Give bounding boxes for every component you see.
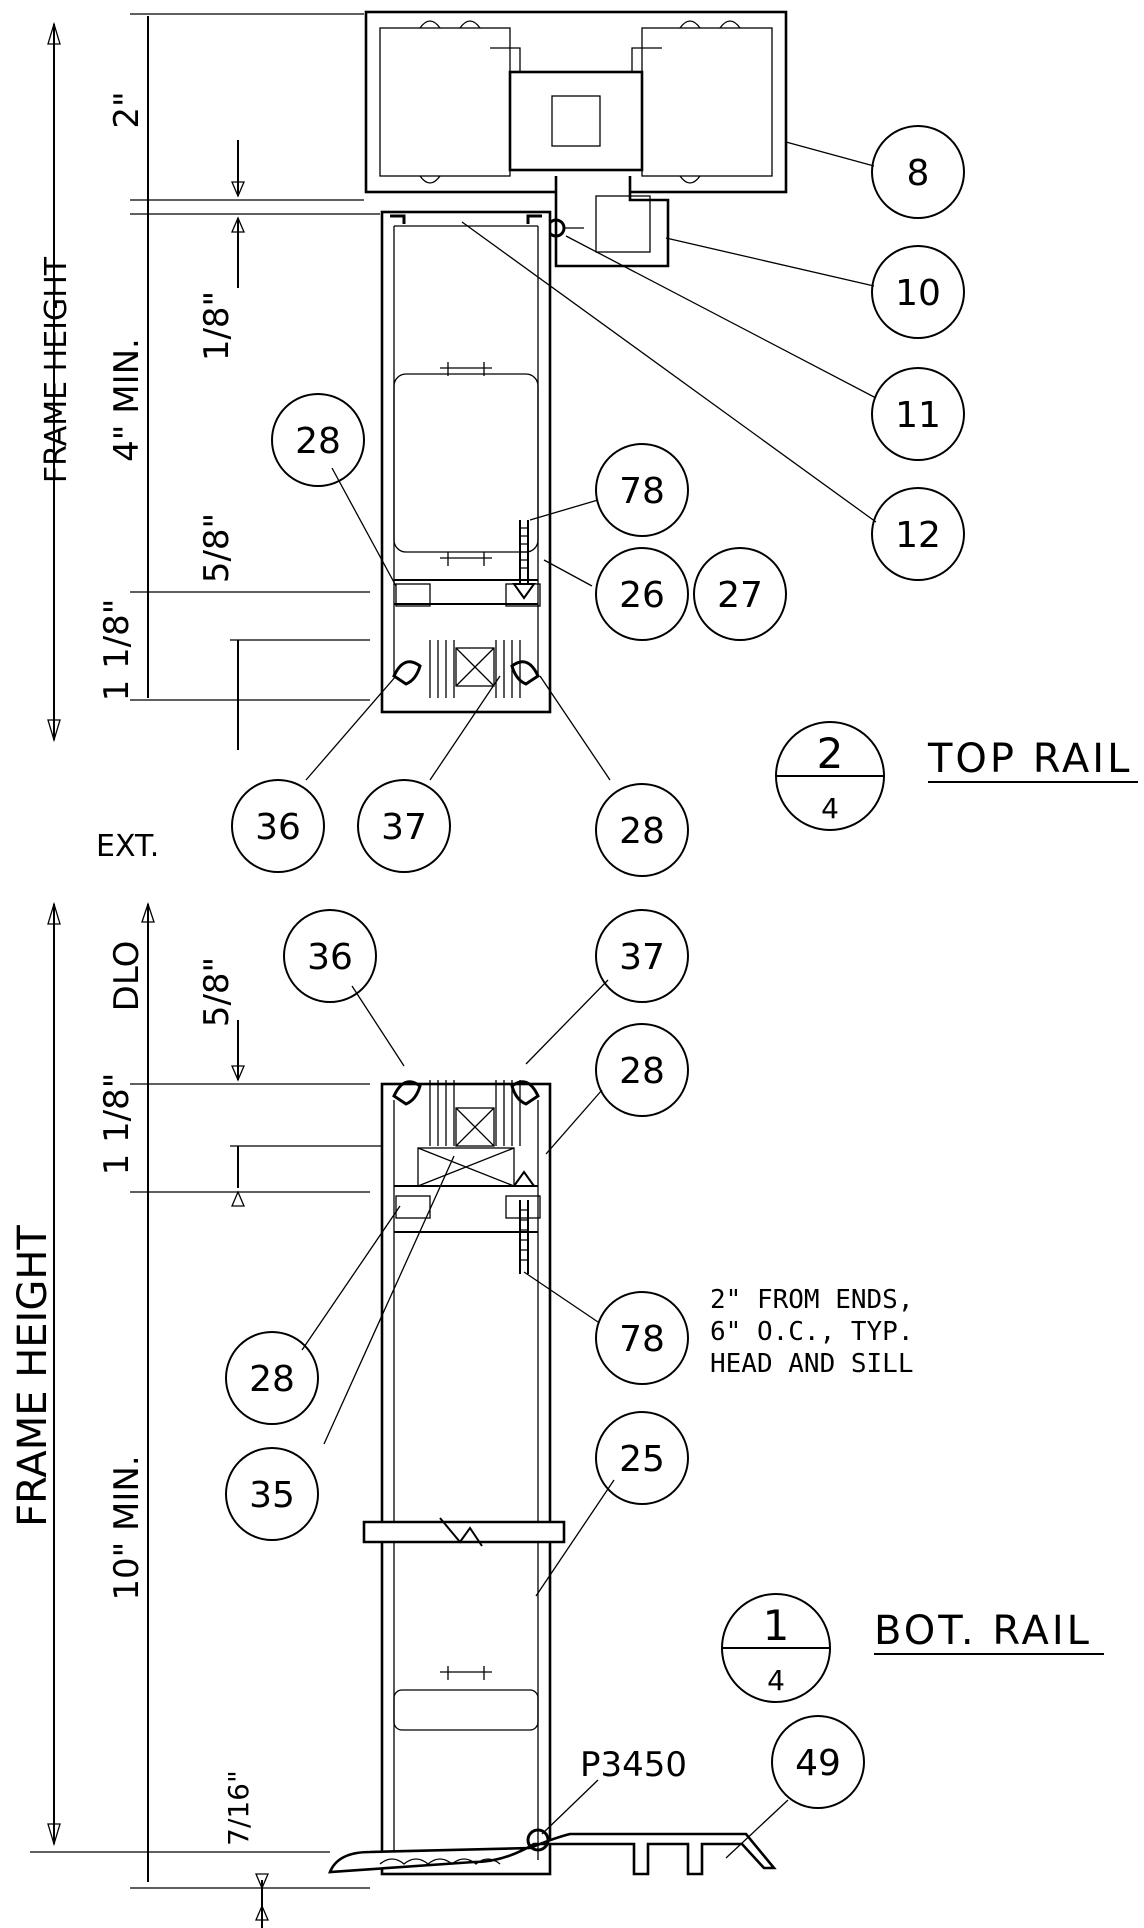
section-symbol-top: 2 4	[775, 721, 885, 831]
bottom-dimensions	[30, 901, 420, 1928]
dim-2in: 2"	[107, 91, 147, 128]
dim-dlo: DLO	[107, 941, 147, 1012]
svg-text:36: 36	[255, 807, 301, 848]
svg-text:25: 25	[619, 1439, 665, 1480]
callout-49: 49	[771, 1715, 865, 1809]
section-symbol-bottom: 1 4	[721, 1593, 831, 1703]
svg-text:26: 26	[619, 575, 665, 616]
bottom-leaders	[301, 979, 789, 1859]
callout-28-d: 28	[225, 1331, 319, 1425]
svg-text:4: 4	[767, 1664, 785, 1697]
callout-8: 8	[871, 125, 965, 219]
top-dimensions	[47, 13, 380, 750]
svg-text:1: 1	[763, 1601, 790, 1650]
callout-37-b: 37	[595, 909, 689, 1003]
frame-height-top-label: FRAME HEIGHT	[39, 256, 74, 483]
dim-five-eighth-bot: 5/8"	[197, 957, 237, 1027]
screw-note-line2: 6" O.C., TYP.	[710, 1317, 914, 1347]
callout-28-c: 28	[595, 1023, 689, 1117]
top-rail-screw	[512, 520, 536, 600]
dim-one-eighth: 1/8"	[197, 291, 237, 361]
dim-one-one-eighth-bot: 1 1/8"	[97, 1073, 137, 1176]
bottom-rail-screw	[512, 1170, 536, 1274]
svg-text:10: 10	[895, 273, 941, 314]
dim-one-one-eighth-top: 1 1/8"	[97, 599, 137, 702]
svg-text:49: 49	[795, 1743, 841, 1784]
svg-text:2: 2	[817, 729, 844, 778]
section-title-top: TOP RAIL	[927, 736, 1132, 782]
bottom-glazing	[429, 1080, 521, 1147]
callout-36-b: 36	[283, 909, 377, 1003]
callout-37-a: 37	[357, 779, 451, 873]
dim-4in-min: 4" MIN.	[107, 338, 147, 462]
svg-text:28: 28	[295, 421, 341, 462]
callout-78-b: 78	[595, 1291, 689, 1385]
top-glazing	[392, 640, 540, 698]
callout-28-a: 28	[271, 393, 365, 487]
svg-text:11: 11	[895, 395, 941, 436]
svg-text:37: 37	[381, 807, 427, 848]
bottom-rail-profile	[362, 1080, 566, 1876]
callout-27: 27	[693, 547, 787, 641]
screw-note-line1: 2" FROM ENDS,	[710, 1285, 914, 1315]
callout-11: 11	[871, 367, 965, 461]
svg-text:28: 28	[619, 1051, 665, 1092]
dim-10in-min: 10" MIN.	[107, 1455, 147, 1600]
p3450-label: P3450	[580, 1745, 687, 1785]
svg-text:4: 4	[821, 792, 839, 825]
svg-text:78: 78	[619, 471, 665, 512]
frame-height-bot-label: FRAME HEIGHT	[10, 1225, 56, 1527]
callout-35: 35	[225, 1447, 319, 1541]
head-receptor	[554, 176, 670, 268]
svg-text:12: 12	[895, 515, 941, 556]
ext-label: EXT.	[96, 829, 159, 864]
dim-five-eighth-top: 5/8"	[197, 513, 237, 583]
svg-text:27: 27	[717, 575, 763, 616]
svg-text:36: 36	[307, 937, 353, 978]
svg-text:28: 28	[619, 811, 665, 852]
svg-text:78: 78	[619, 1319, 665, 1360]
svg-text:37: 37	[619, 937, 665, 978]
screw-note-line3: HEAD AND SILL	[710, 1349, 914, 1379]
callout-78-a: 78	[595, 443, 689, 537]
svg-text:8: 8	[907, 153, 930, 194]
callout-36-a: 36	[231, 779, 325, 873]
top-rail-profile	[380, 210, 552, 714]
callout-10: 10	[871, 245, 965, 339]
svg-text:35: 35	[249, 1475, 295, 1516]
top-leaders	[305, 141, 877, 781]
header-profile	[364, 10, 788, 194]
svg-text:28: 28	[249, 1359, 295, 1400]
callout-28-b: 28	[595, 783, 689, 877]
section-title-bottom: BOT. RAIL	[874, 1608, 1092, 1654]
threshold-profile	[328, 1828, 777, 1876]
callout-12: 12	[871, 487, 965, 581]
callout-26: 26	[595, 547, 689, 641]
dim-seven-sixteenth: 7/16"	[222, 1770, 255, 1846]
callout-25: 25	[595, 1411, 689, 1505]
